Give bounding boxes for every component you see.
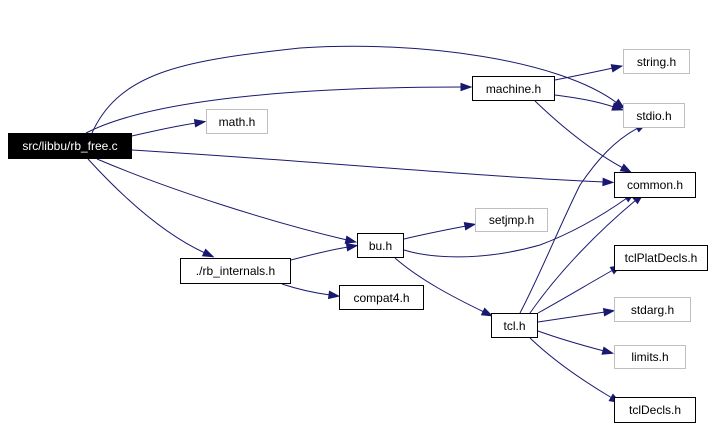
edge-tcl-to-limits (537, 330, 615, 355)
node-rb-internals-h[interactable]: ./rb_internals.h (180, 258, 291, 284)
edge-rb_free-to-math (131, 118, 207, 137)
node-common-h[interactable]: common.h (614, 172, 696, 198)
arrowhead (611, 102, 624, 111)
edge-line (290, 246, 349, 261)
arrowhead (601, 346, 615, 355)
edge-line (537, 330, 605, 352)
edge-line (131, 149, 605, 183)
node-tcl-h[interactable]: tcl.h (491, 313, 538, 338)
edge-line (529, 199, 637, 314)
edge-tcl-to-tclDecls (529, 337, 622, 404)
edge-line (87, 158, 206, 254)
node-rb-free-c[interactable]: src/libbu/rb_free.c (8, 133, 132, 159)
edge-rb_free-to-rb_internals (87, 158, 215, 258)
edge-tcl-to-tclPlatDecls (537, 264, 623, 314)
edge-line (537, 311, 606, 323)
arrowhead (602, 307, 616, 317)
arrowhead (602, 177, 615, 187)
edge-rb_internals-to-bu (290, 242, 359, 261)
arrowhead (463, 222, 477, 231)
edge-machine-to-stdio (554, 94, 624, 111)
node-machine-h[interactable]: machine.h (472, 76, 555, 101)
arrowhead (610, 64, 624, 73)
edge-bu-to-setjmp (403, 222, 477, 240)
edge-line (91, 45, 618, 134)
edge-machine-to-string (554, 64, 624, 81)
arrowhead (480, 307, 494, 317)
edge-line (85, 86, 463, 134)
arrowhead (344, 235, 358, 244)
edge-rb_free-to-bu (96, 158, 358, 244)
arrowhead (193, 118, 207, 128)
edge-tcl-to-stdarg (537, 307, 616, 323)
edge-line (534, 100, 624, 169)
node-string-h: string.h (623, 49, 690, 74)
arrowhead (201, 248, 215, 258)
edge-line (529, 337, 613, 399)
node-compat4-h[interactable]: compat4.h (339, 285, 424, 310)
edge-bu-to-tcl (394, 257, 494, 317)
node-setjmp-h: setjmp.h (475, 208, 548, 232)
node-math-h: math.h (206, 109, 268, 134)
edge-line (403, 197, 628, 258)
edge-machine-to-common (534, 100, 633, 174)
edge-line (554, 67, 614, 81)
node-bu-h[interactable]: bu.h (357, 233, 404, 258)
edge-line (554, 94, 615, 108)
edge-rb_free-to-machine (85, 82, 473, 134)
edge-line (281, 283, 331, 296)
edge-line (394, 257, 485, 313)
node-stdio-h: stdio.h (623, 103, 685, 128)
arrowhead (345, 242, 359, 252)
edge-rb_internals-to-compat4 (281, 283, 341, 300)
arrowhead (460, 82, 473, 92)
node-tcldecls-h[interactable]: tclDecls.h (614, 397, 696, 423)
edge-line (96, 158, 348, 241)
node-tclplatdecls-h[interactable]: tclPlatDecls.h (614, 245, 708, 271)
node-limits-h: limits.h (614, 345, 686, 369)
edge-line (403, 225, 467, 240)
edge-line (519, 127, 639, 314)
node-stdarg-h: stdarg.h (614, 297, 691, 322)
edge-rb_free-to-common (131, 149, 615, 187)
edge-line (537, 269, 614, 314)
edge-line (131, 122, 197, 137)
arrowhead (619, 163, 633, 174)
arrowhead (327, 290, 341, 300)
